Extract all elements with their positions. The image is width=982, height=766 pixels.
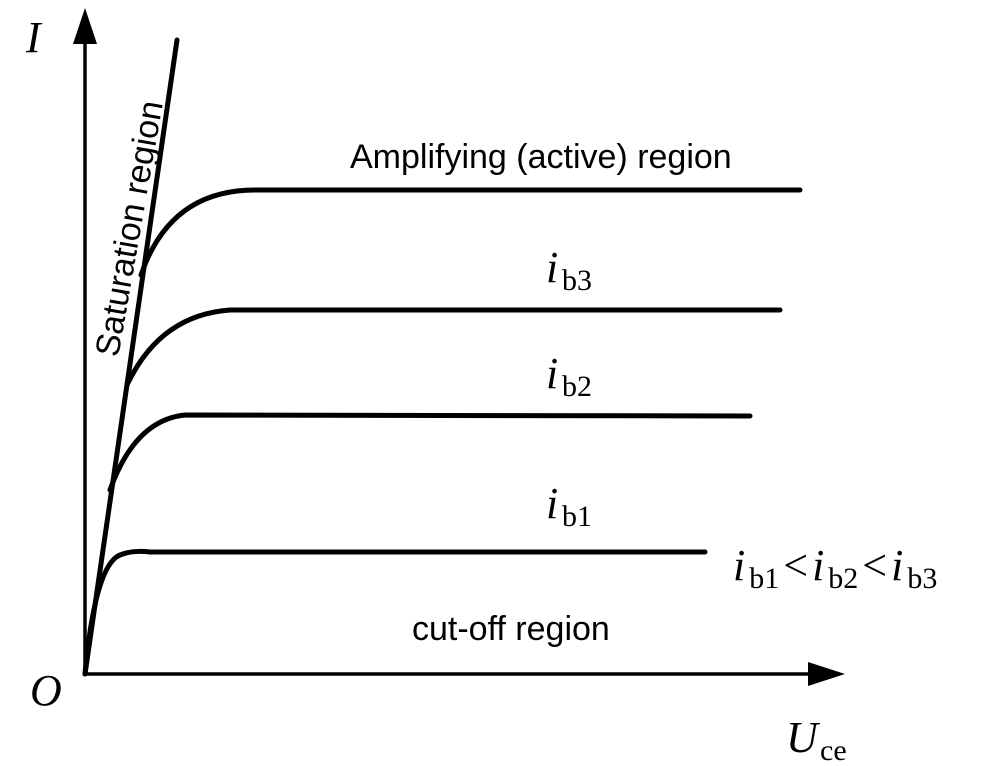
x-axis-label-sub: ce — [820, 734, 847, 766]
curve-label-ib1-main: i — [546, 479, 558, 528]
origin-label: O — [30, 666, 62, 715]
inequality-op1: < — [783, 541, 808, 590]
saturation-boundary-line — [82, 37, 180, 677]
curve-label-ib3-sub: b3 — [562, 264, 592, 297]
curve-ib0 — [82, 548, 708, 677]
curve-label-ib2-sub: b2 — [562, 370, 592, 403]
y-axis-label: I — [25, 13, 43, 62]
curve-label-ib1-sub: b1 — [562, 500, 592, 533]
curve-ib3 — [138, 187, 803, 278]
inequality-label: i b1 < i b2 < i b3 — [733, 541, 937, 595]
x-axis-label-main: U — [786, 713, 821, 762]
inequality-i3: i — [891, 541, 903, 590]
inequality-i1: i — [733, 541, 745, 590]
inequality-b2: b2 — [828, 562, 858, 595]
x-axis-arrowhead — [808, 662, 845, 686]
inequality-op2: < — [862, 541, 887, 590]
curve-label-ib3-main: i — [546, 243, 558, 292]
cutoff-region-label: cut-off region — [412, 610, 610, 648]
curve-ib1 — [107, 412, 753, 493]
saturation-region-label: Saturation region — [88, 98, 170, 360]
inequality-b3: b3 — [907, 562, 937, 595]
inequality-b1: b1 — [749, 562, 779, 595]
inequality-i2: i — [812, 541, 824, 590]
curve-label-ib2-main: i — [546, 349, 558, 398]
amplifying-region-label: Amplifying (active) region — [350, 138, 732, 176]
curve-ib2 — [124, 307, 783, 388]
y-axis-arrowhead — [73, 8, 97, 44]
